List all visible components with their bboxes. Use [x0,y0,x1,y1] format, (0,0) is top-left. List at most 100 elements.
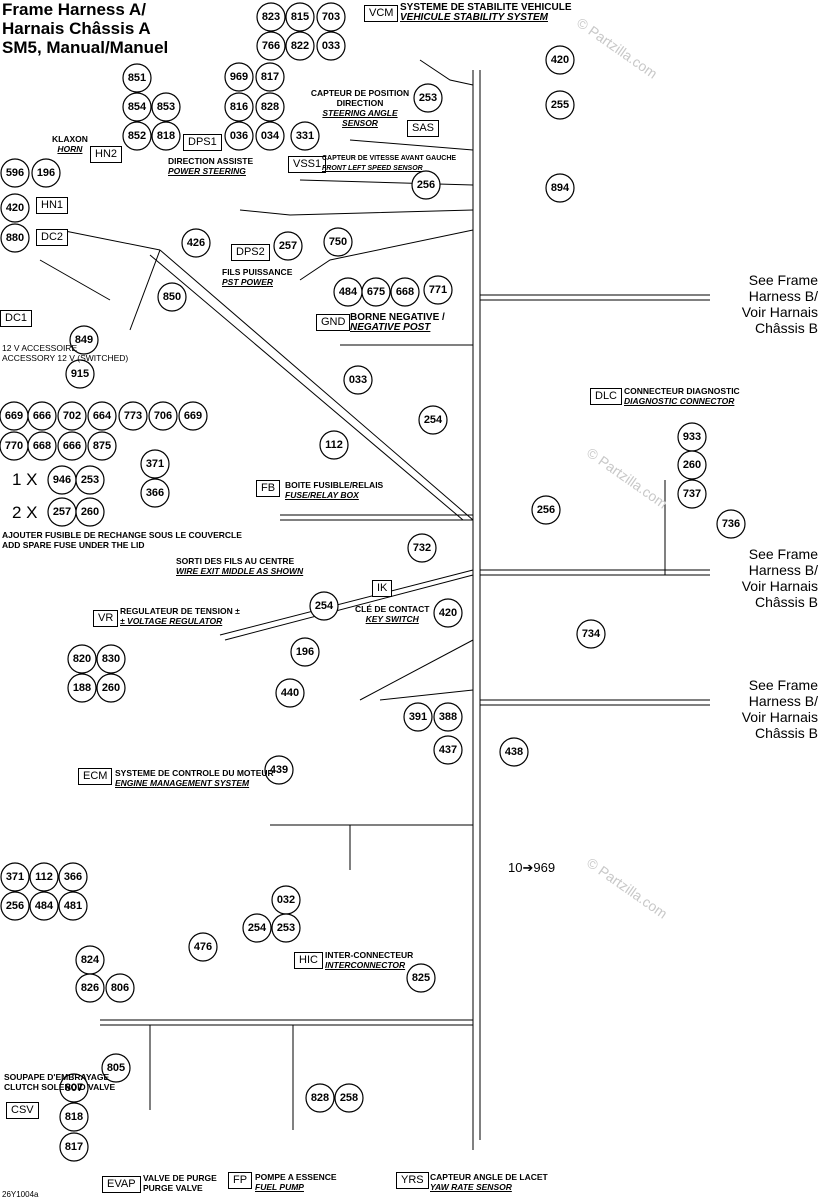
callout-number: 664 [93,410,112,422]
callout-bubble: 033 [316,31,346,61]
callout-bubble: 437 [433,735,463,765]
callout-bubble: 256 [0,891,30,921]
callout-bubble: 706 [148,401,178,431]
callout-number: 933 [683,431,701,443]
callout-number: 734 [582,628,601,640]
callout-bubble: 666 [57,431,87,461]
callout-bubble: 256 [411,170,441,200]
callout-number: 481 [64,900,82,912]
callout-bubble: 034 [255,121,285,151]
callout-bubble: 438 [499,737,529,767]
callout-bubble: 702 [57,401,87,431]
callout-bubble: 816 [224,92,254,122]
callout-number: 675 [367,286,385,298]
callout-bubble: 851 [122,63,152,93]
callout-bubble: 822 [285,31,315,61]
callout-number: 817 [65,1141,83,1153]
callout-number: 853 [157,101,175,113]
callout-bubble: 254 [242,913,272,943]
code-vss1: VSS1 [288,156,327,173]
callout-bubble: 875 [87,431,117,461]
callout-bubble: 253 [413,83,443,113]
callout-number: 253 [419,92,437,104]
callout-number: 826 [81,982,99,994]
callout-number: 815 [291,11,309,23]
callout-number: 770 [5,440,23,452]
callout-number: 825 [412,972,430,984]
callout-number: 852 [128,130,146,142]
callout-number: 112 [35,871,53,883]
callout-number: 260 [683,459,701,471]
callout-number: 736 [722,518,740,530]
callout-bubble: 420 [0,193,30,223]
callout-bubble: 823 [256,2,286,32]
multiplier-2x: 2 X [12,503,38,522]
callout-number: 669 [5,410,23,422]
callout-bubble: 331 [290,121,320,151]
callout-bubble: 675 [361,277,391,307]
callout-bubble: 766 [256,31,286,61]
callout-number: 666 [63,440,81,452]
callout-bubble: 476 [188,932,218,962]
callout-number: 596 [6,167,24,179]
callout-bubble: 196 [31,158,61,188]
continuation-note: 10➔969 [508,860,556,875]
code-dlc: DLC [590,388,623,405]
callout-bubble: 260 [75,497,105,527]
callout-number: 366 [64,871,82,883]
callout-number: 260 [81,506,99,518]
code-vr: VR [93,610,119,627]
callout-number: 807 [65,1082,83,1094]
callout-bubble: 254 [418,405,448,435]
callout-number: 371 [146,458,164,470]
callout-number: 806 [111,982,129,994]
callout-bubble: 366 [58,862,88,892]
callout-bubble: 371 [0,862,30,892]
callout-number: 032 [277,894,295,906]
callout-number: 331 [296,130,314,142]
callout-bubble: 853 [151,92,181,122]
callout-number: 880 [6,232,24,244]
code-evap: EVAP [102,1176,141,1193]
fuse-note: AJOUTER FUSIBLE DE RECHANGE SOUS LE COUV… [2,530,242,550]
callout-bubble: 484 [29,891,59,921]
callout-number: 255 [551,99,569,111]
callout-number: 828 [261,101,279,113]
callout-bubble: 736 [716,509,746,539]
callout-number: 256 [537,504,555,516]
callout-bubble: 737 [677,479,707,509]
callout-bubble: 854 [122,92,152,122]
code-vcm: VCM [364,5,399,22]
callout-bubble: 253 [271,913,301,943]
code-hn1: HN1 [36,197,69,214]
callout-number: 818 [65,1111,83,1123]
callout-number: 437 [439,744,457,756]
callout-number: 476 [194,941,212,953]
callout-number: 439 [270,764,288,776]
callout-bubble: 880 [0,223,30,253]
callout-bubble: 426 [181,228,211,258]
callout-number: 253 [277,922,295,934]
code-fb: FB [256,480,281,497]
callout-number: 666 [33,410,51,422]
callout-bubble: 420 [545,45,575,75]
callout-bubble: 933 [677,422,707,452]
callout-number: 817 [261,71,279,83]
code-ik: IK [372,580,393,597]
callout-bubble: 258 [334,1083,364,1113]
callout-bubble: 033 [343,365,373,395]
callout-number: 915 [71,368,89,380]
callout-bubble: 824 [75,945,105,975]
callout-bubble: 817 [255,62,285,92]
label-vr: REGULATEUR DE TENSION ±± VOLTAGE REGULAT… [120,606,240,626]
callout-bubble: 112 [29,862,59,892]
callout-bubble: 257 [47,497,77,527]
callout-bubble: 771 [423,275,453,305]
